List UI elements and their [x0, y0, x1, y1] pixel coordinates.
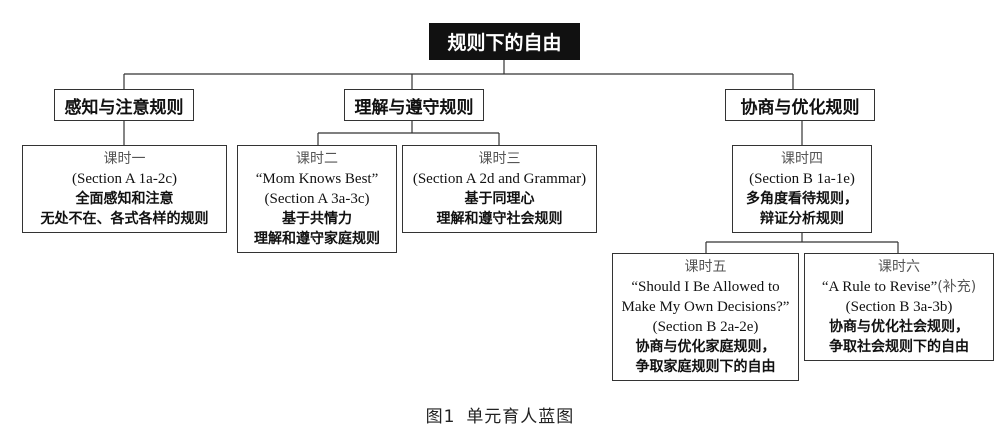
lesson2-line2: 理解和遵守家庭规则 [254, 231, 380, 247]
lesson2-line1: 基于共情力 [282, 211, 352, 227]
figure-caption: 图1 单元育人蓝图 [0, 402, 1000, 427]
lesson3-title: 课时三 [478, 151, 521, 167]
lesson3-section: (Section A 2d and Grammar) [412, 171, 587, 187]
lesson6-line2: 争取社会规则下的自由 [829, 339, 969, 355]
lesson2-title: 课时二 [296, 151, 338, 167]
lesson4-title: 课时四 [781, 151, 823, 167]
caption-text: 单元育人蓝图 [466, 407, 575, 427]
level1-understand-label: 理解与遵守规则 [354, 97, 474, 118]
level1-understand-node: 理解与遵守规则 [344, 89, 484, 121]
lesson6-quote: “A Rule to Revise” [821, 279, 938, 295]
lesson5-quote-line1: “Should I Be Allowed to [631, 279, 780, 295]
lesson6-title: 课时六 [878, 259, 920, 275]
root-node: 规则下的自由 [429, 23, 580, 60]
level1-perceive-label: 感知与注意规则 [64, 97, 184, 118]
lesson3-line2: 理解和遵守社会规则 [436, 211, 563, 227]
lesson5-section: (Section B 2a-2e) [652, 319, 759, 335]
lesson6-supplement: (补充) [937, 279, 977, 295]
lesson5-title: 课时五 [684, 259, 727, 275]
lesson5-line2: 争取家庭规则下的自由 [635, 359, 776, 375]
lesson3-line1: 基于同理心 [464, 191, 535, 207]
root-title: 规则下的自由 [447, 32, 562, 54]
lesson5-line1: 协商与优化家庭规则， [635, 339, 776, 355]
lesson4-line2: 辩证分析规则 [760, 211, 844, 227]
caption-figure-number: 图1 [425, 407, 456, 427]
lesson4-line1: 多角度看待规则， [746, 191, 858, 207]
lesson2-quote: “Mom Knows Best” [255, 171, 379, 187]
lesson4-section: (Section B 1a-1e) [749, 171, 855, 187]
lesson1-line1: 全面感知和注意 [75, 191, 174, 207]
lesson1-node: 课时一 (Section A 1a-2c) 全面感知和注意 无处不在、各式各样的… [22, 145, 227, 233]
lesson1-section: (Section A 1a-2c) [72, 171, 177, 187]
level1-negotiate-node: 协商与优化规则 [725, 89, 875, 121]
lesson1-title: 课时一 [103, 151, 146, 167]
lesson5-node: 课时五 “Should I Be Allowed to Make My Own … [612, 253, 799, 381]
lesson6-line1: 协商与优化社会规则， [829, 319, 969, 335]
lesson2-section: (Section A 3a-3c) [264, 191, 370, 207]
level1-perceive-node: 感知与注意规则 [54, 89, 194, 121]
lesson4-node: 课时四 (Section B 1a-1e) 多角度看待规则， 辩证分析规则 [732, 145, 872, 233]
lesson3-node: 课时三 (Section A 2d and Grammar) 基于同理心 理解和… [402, 145, 597, 233]
lesson6-section: (Section B 3a-3b) [845, 299, 953, 315]
lesson2-node: 课时二 “Mom Knows Best” (Section A 3a-3c) 基… [237, 145, 397, 253]
lesson1-line2: 无处不在、各式各样的规则 [40, 211, 209, 227]
lesson6-node: 课时六 “A Rule to Revise”(补充) (Section B 3a… [804, 253, 994, 361]
lesson5-quote-line2: Make My Own Decisions?” [621, 299, 790, 315]
level1-negotiate-label: 协商与优化规则 [740, 97, 860, 118]
